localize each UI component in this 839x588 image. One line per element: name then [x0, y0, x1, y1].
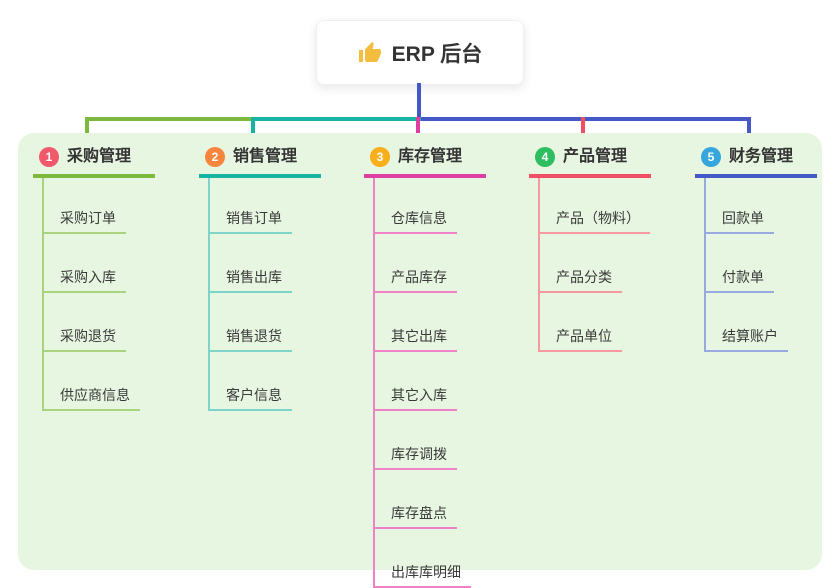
connector-drop-3 — [416, 117, 420, 148]
root-node[interactable]: ERP 后台 — [316, 20, 524, 85]
child-node[interactable]: 采购退货 — [44, 293, 126, 352]
child-node[interactable]: 付款单 — [706, 234, 774, 293]
branch-header-sales[interactable]: 2 销售管理 — [199, 146, 321, 178]
branch-header-product[interactable]: 4 产品管理 — [529, 146, 651, 178]
branch-label: 财务管理 — [729, 148, 794, 165]
branch-label: 销售管理 — [233, 148, 298, 165]
connector-root-stem — [417, 83, 421, 121]
child-node[interactable]: 产品（物料） — [540, 178, 650, 234]
branch-header-purchase[interactable]: 1 采购管理 — [33, 146, 155, 178]
branch-number-badge: 4 — [535, 147, 555, 167]
connector-drop-5 — [747, 117, 751, 146]
branch-children-purchase: 采购订单采购入库采购退货供应商信息 — [42, 178, 140, 411]
child-node[interactable]: 回款单 — [706, 178, 774, 234]
child-node[interactable]: 库存调拨 — [375, 411, 457, 470]
branch-children-product: 产品（物料）产品分类产品单位 — [538, 178, 650, 352]
branch-number-badge: 5 — [701, 147, 721, 167]
branch-header-inventory[interactable]: 3 库存管理 — [364, 146, 486, 178]
child-node[interactable]: 销售出库 — [210, 234, 292, 293]
child-node[interactable]: 结算账户 — [706, 293, 788, 352]
connector-drop-4 — [581, 117, 585, 146]
branch-children-finance: 回款单付款单结算账户 — [704, 178, 788, 352]
child-node[interactable]: 销售订单 — [210, 178, 292, 234]
connector-hsegment-green — [85, 117, 253, 121]
branch-number-badge: 1 — [39, 147, 59, 167]
child-node[interactable]: 客户信息 — [210, 352, 292, 411]
branch-label: 产品管理 — [563, 148, 628, 165]
child-node[interactable]: 其它入库 — [375, 352, 457, 411]
child-node[interactable]: 库存盘点 — [375, 470, 457, 529]
connector-drop-1 — [85, 117, 89, 146]
branch-number-badge: 2 — [205, 147, 225, 167]
child-node[interactable]: 出库库明细 — [375, 529, 471, 588]
branch-children-inventory: 仓库信息产品库存其它出库其它入库库存调拨库存盘点出库库明细 — [373, 178, 471, 588]
branch-number-badge: 3 — [370, 147, 390, 167]
child-node[interactable]: 供应商信息 — [44, 352, 140, 411]
branch-label: 库存管理 — [398, 148, 463, 165]
branch-children-sales: 销售订单销售出库销售退货客户信息 — [208, 178, 292, 411]
thumbs-up-icon — [358, 41, 381, 62]
child-node[interactable]: 产品库存 — [375, 234, 457, 293]
child-node[interactable]: 仓库信息 — [375, 178, 457, 234]
child-node[interactable]: 其它出库 — [375, 293, 457, 352]
root-label: ERP 后台 — [391, 42, 483, 66]
child-node[interactable]: 销售退货 — [210, 293, 292, 352]
child-node[interactable]: 产品分类 — [540, 234, 622, 293]
connector-hsegment-teal — [251, 117, 421, 121]
child-node[interactable]: 采购订单 — [44, 178, 126, 234]
child-node[interactable]: 采购入库 — [44, 234, 126, 293]
branch-label: 采购管理 — [67, 148, 132, 165]
branch-header-finance[interactable]: 5 财务管理 — [695, 146, 817, 178]
child-node[interactable]: 产品单位 — [540, 293, 622, 352]
connector-drop-2 — [251, 117, 255, 146]
